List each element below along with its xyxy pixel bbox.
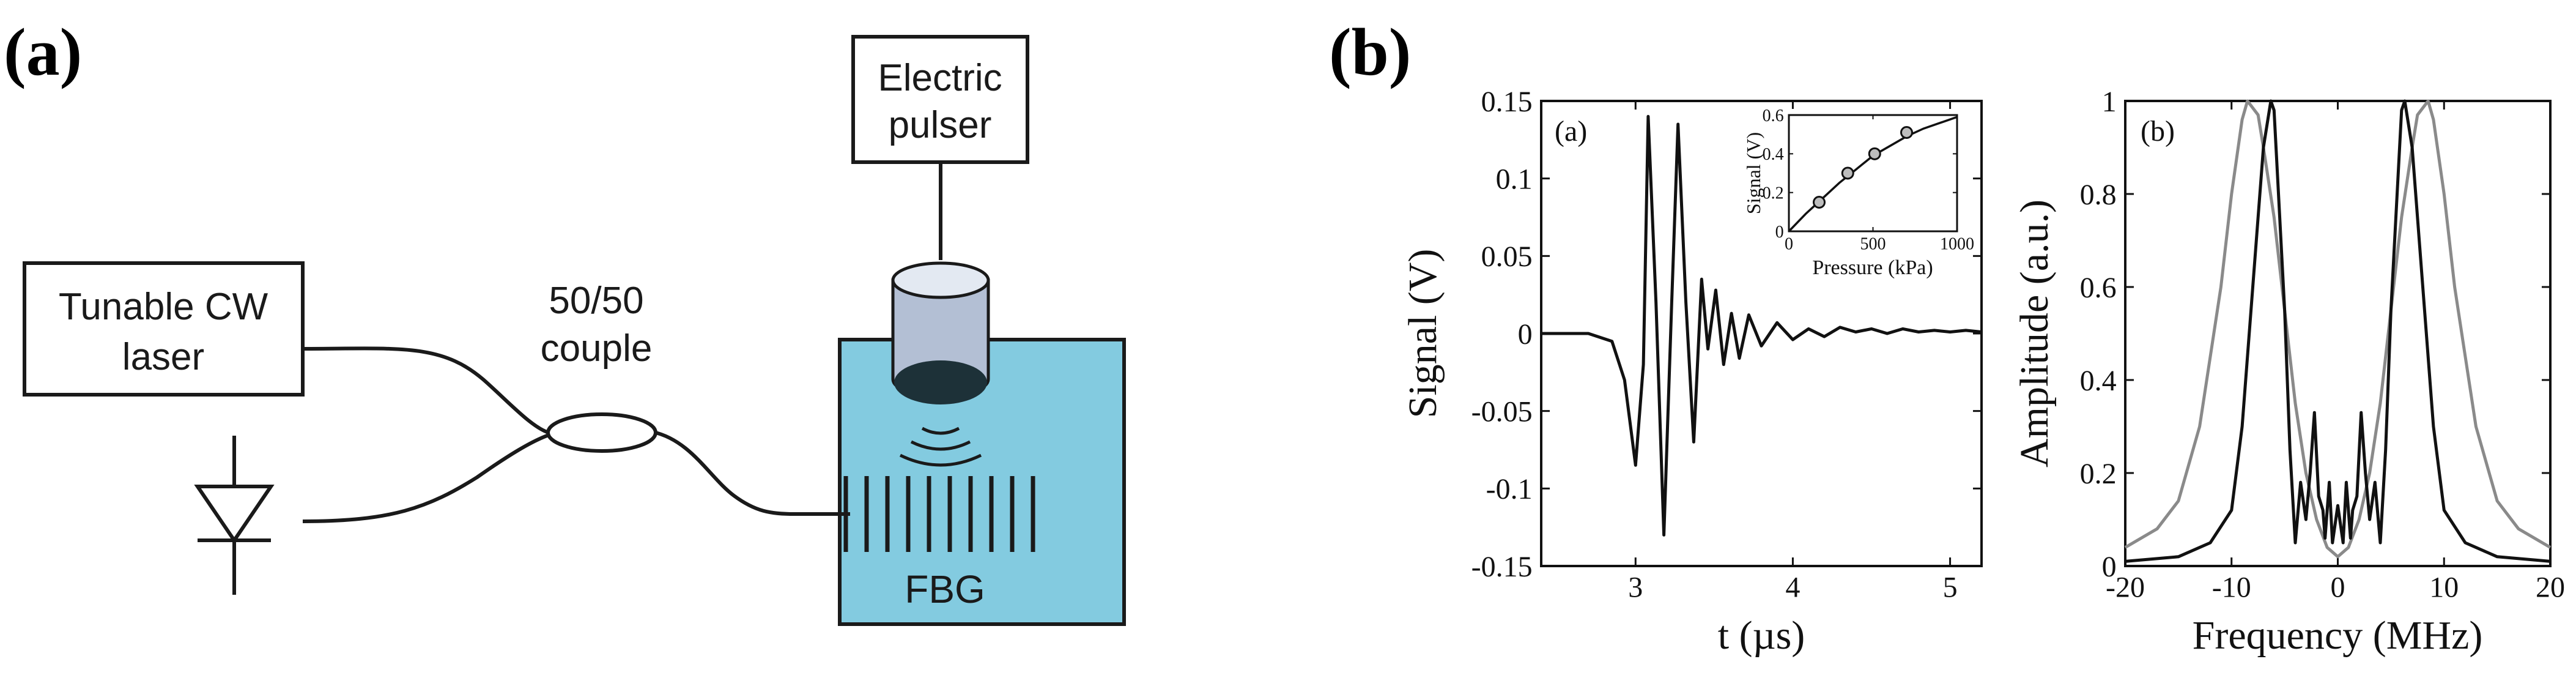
x-tick-label: -20	[2106, 571, 2145, 603]
inset-data-point	[1813, 196, 1826, 209]
fiber-coupler-to-fbg	[653, 430, 850, 516]
inset-data-point	[1841, 166, 1854, 180]
tunable-laser-label-line2: laser	[122, 336, 204, 378]
y-tick-label: 0.4	[2080, 365, 2117, 397]
transducer	[891, 261, 990, 404]
panel-a-label: (a)	[4, 15, 82, 89]
y-tick-label: 0.4	[1763, 145, 1784, 164]
acoustic-waves	[899, 427, 982, 467]
x-tick-label: 20	[2536, 571, 2565, 603]
photodetector-diode	[194, 436, 275, 595]
y-tick-label: 0	[1775, 223, 1784, 242]
inset-data-point	[1868, 147, 1881, 160]
spectrum-series-light-line	[2124, 99, 2552, 559]
y-tick-label: 0.15	[1481, 86, 1533, 118]
y-tick-label: 0.2	[1763, 184, 1784, 203]
spectrum-ylabel: Amplitude (a.u.)	[2012, 199, 2057, 468]
fbg-label: FBG	[905, 567, 985, 611]
coupler-label-line1: 50/50	[549, 280, 643, 322]
measurement-plots: (b) 3 4 5 -0.15 -0.1 -0.05 0 0.05 0.1 0.15 (a) t …	[1329, 15, 2565, 658]
y-tick-label: 0.8	[2080, 179, 2117, 211]
fiber-detector-to-coupler	[302, 433, 551, 523]
inset-data-point	[1900, 126, 1913, 139]
setup-diagram: (a) Electric pulser FBG Tunable CW laser…	[4, 15, 1126, 626]
spectrum-xlabel: Frequency (MHz)	[2193, 613, 2483, 658]
panel-b-label: (b)	[1329, 15, 1411, 89]
spectrum-panel-label: (b)	[2141, 115, 2175, 147]
x-tick-label: 5	[1943, 571, 1958, 603]
electric-pulser-label-line2: pulser	[889, 104, 992, 146]
electric-pulser-label-line1: Electric	[878, 57, 1002, 99]
spectrum-plot-frame	[2124, 100, 2552, 567]
spectrum-series-dark-line	[2125, 99, 2551, 563]
fbg-grating	[843, 476, 1035, 552]
inset-pressure-plot: 0 500 1000 0 0.2 0.4 0.6 Pressure (kPa) Signal…	[1742, 106, 1974, 279]
x-tick-label: 1000	[1940, 234, 1974, 253]
tunable-laser-label-line1: Tunable CW	[59, 286, 268, 328]
y-tick-label: 0.1	[1496, 163, 1533, 195]
x-tick-label: 0	[1785, 234, 1793, 253]
transducer-face	[894, 360, 987, 404]
spectrum-plot: -20 -10 0 10 20 0 0.2 0.4 0.6 0.8 1 (b) Frequency …	[2012, 86, 2565, 658]
inset-xlabel: Pressure (kPa)	[1812, 256, 1933, 279]
y-tick-label: 1	[2102, 86, 2117, 118]
y-tick-label: 0	[1518, 318, 1533, 351]
x-tick-label: 4	[1785, 571, 1800, 603]
coupler-element	[546, 412, 657, 453]
y-tick-label: -0.1	[1486, 473, 1533, 505]
fiber-laser-to-coupler	[302, 346, 551, 435]
y-tick-label: 0	[2102, 551, 2117, 583]
y-tick-label: 0.6	[2080, 272, 2117, 304]
x-tick-label: 500	[1860, 234, 1886, 253]
y-tick-label: 0.05	[1481, 240, 1533, 273]
time-plot-panel-label: (a)	[1555, 115, 1587, 147]
tunable-laser-box	[23, 261, 305, 397]
x-tick-label: 10	[2429, 571, 2459, 603]
y-tick-label: -0.15	[1471, 551, 1533, 583]
x-tick-label: -10	[2212, 571, 2251, 603]
x-tick-label: 3	[1628, 571, 1643, 603]
inset-background	[1758, 109, 1969, 262]
time-signal-series-line	[1541, 114, 1982, 537]
optical-fibers	[302, 346, 850, 523]
inset-ylabel: Signal (V)	[1742, 132, 1764, 214]
y-tick-label: 0.2	[2080, 458, 2117, 490]
y-tick-label: 0.6	[1763, 106, 1784, 125]
time-plot-ylabel: Signal (V)	[1401, 249, 1445, 419]
coupler-label-line2: couple	[541, 327, 653, 370]
y-tick-label: -0.05	[1471, 395, 1533, 428]
time-signal-plot: 3 4 5 -0.15 -0.1 -0.05 0 0.05 0.1 0.15 (a) t (µs)…	[1401, 86, 1983, 658]
time-plot-xlabel: t (µs)	[1718, 613, 1805, 658]
electric-pulser-box	[851, 35, 1029, 164]
x-tick-label: 0	[2331, 571, 2345, 603]
